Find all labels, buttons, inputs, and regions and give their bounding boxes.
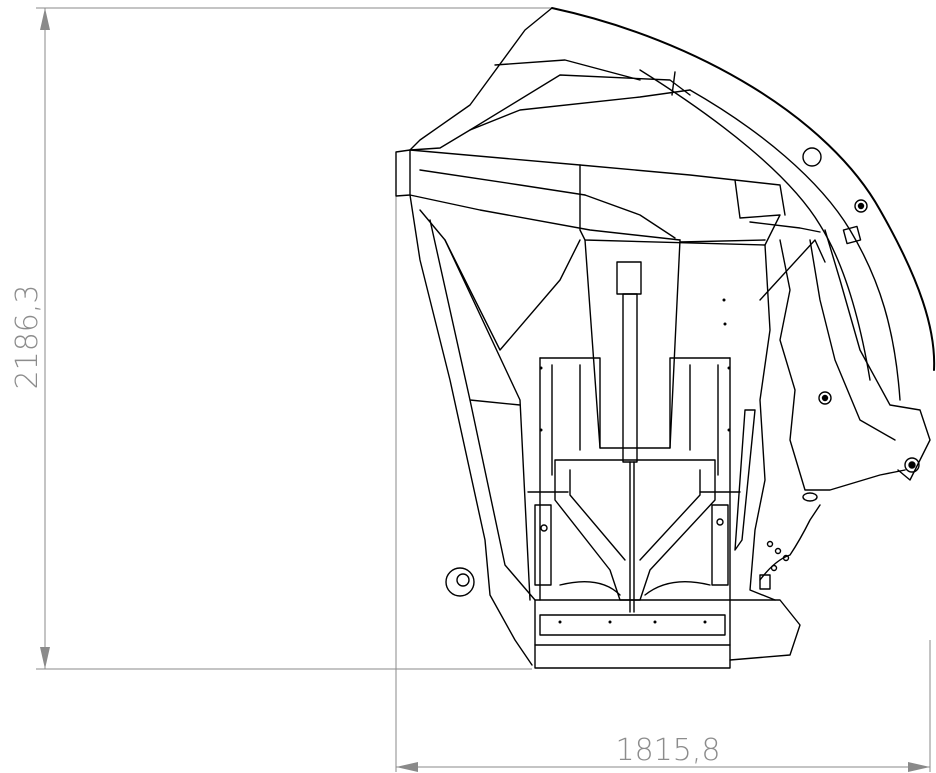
base-plate [539, 614, 726, 636]
dot [722, 298, 726, 302]
center-column [584, 239, 681, 449]
center-right-panel [689, 364, 719, 476]
small-bracket [759, 574, 771, 590]
center-left-panel [551, 364, 581, 476]
dot [608, 620, 612, 624]
right-plate-contour [779, 239, 906, 491]
lower-funnel [554, 459, 716, 601]
dot [539, 428, 543, 432]
dimension-annotations [36, 7, 931, 772]
hopper-inner-wall [419, 209, 531, 601]
bolt-arm-inner [908, 461, 916, 469]
left-post [534, 504, 552, 586]
left-pivot-outer [445, 567, 475, 597]
bracket-block [842, 225, 862, 245]
dot [727, 366, 731, 370]
center-frame-top [539, 357, 731, 449]
bolt-arm [904, 457, 920, 473]
height-arrow-top [40, 8, 50, 30]
cylinder-head [616, 261, 642, 295]
inlet-flange [395, 149, 411, 197]
rivet-4 [770, 564, 778, 572]
inner-cover-arc [689, 89, 901, 401]
tie-line [679, 239, 766, 243]
dot [703, 620, 707, 624]
bolt-mid [818, 391, 832, 405]
dot [723, 322, 727, 326]
hopper-panel [429, 219, 521, 406]
base-right-block [729, 599, 801, 661]
cylinder-body [622, 293, 638, 463]
inlet-duct-mid [419, 169, 586, 196]
right-plate-teeth [759, 504, 821, 581]
rivet-2 [774, 547, 782, 555]
cover-hole [802, 147, 822, 167]
upper-box-slope [584, 194, 676, 239]
discharge-flaps [559, 580, 711, 596]
dot [558, 620, 562, 624]
rotor-arm-inner [809, 239, 896, 441]
center-frame [539, 357, 731, 601]
hood-line [671, 71, 676, 96]
rotor-arm [824, 229, 931, 481]
fasteners [540, 147, 920, 572]
side-arm [734, 409, 756, 551]
machine-outline [395, 7, 936, 669]
base-housing [534, 599, 731, 669]
dot [727, 428, 731, 432]
bolt-upper-inner [857, 202, 865, 210]
lower-funnel-inner [569, 469, 701, 561]
inner-cover-arc-2 [639, 69, 871, 381]
height-arrow-bottom [40, 647, 50, 669]
hook-rod [759, 239, 826, 301]
hook-rod-top [749, 221, 821, 233]
bolt-mid-inner [821, 394, 829, 402]
right-post [711, 504, 729, 586]
dot-markers [539, 298, 731, 624]
inlet-duct-lower [409, 194, 681, 241]
dot [653, 620, 657, 624]
top-hood [409, 7, 691, 151]
bolt-right-post [716, 518, 724, 526]
left-pivot-inner [456, 573, 470, 587]
dot [539, 366, 543, 370]
hood-ridge [469, 89, 691, 131]
hopper-left-wall [409, 194, 533, 666]
width-arrow-right [908, 762, 930, 772]
hood-edge [494, 59, 641, 81]
dimension-arrows [40, 8, 930, 772]
hopper-panel-2 [444, 239, 581, 351]
bolt-upper [854, 199, 868, 213]
rivet-1 [766, 540, 774, 548]
width-arrow-left [396, 762, 418, 772]
upper-box [579, 164, 781, 246]
outer-cover-arc [551, 7, 936, 371]
hopper-slope [469, 399, 536, 601]
height-dimension-label: 2186,3 [10, 285, 45, 390]
inlet-duct [409, 149, 786, 216]
slot-1 [802, 492, 818, 502]
width-dimension-label: 1815,8 [616, 733, 721, 768]
right-side-plate [749, 244, 776, 601]
rivet-3 [782, 554, 790, 562]
bolt-left-post [540, 524, 548, 532]
